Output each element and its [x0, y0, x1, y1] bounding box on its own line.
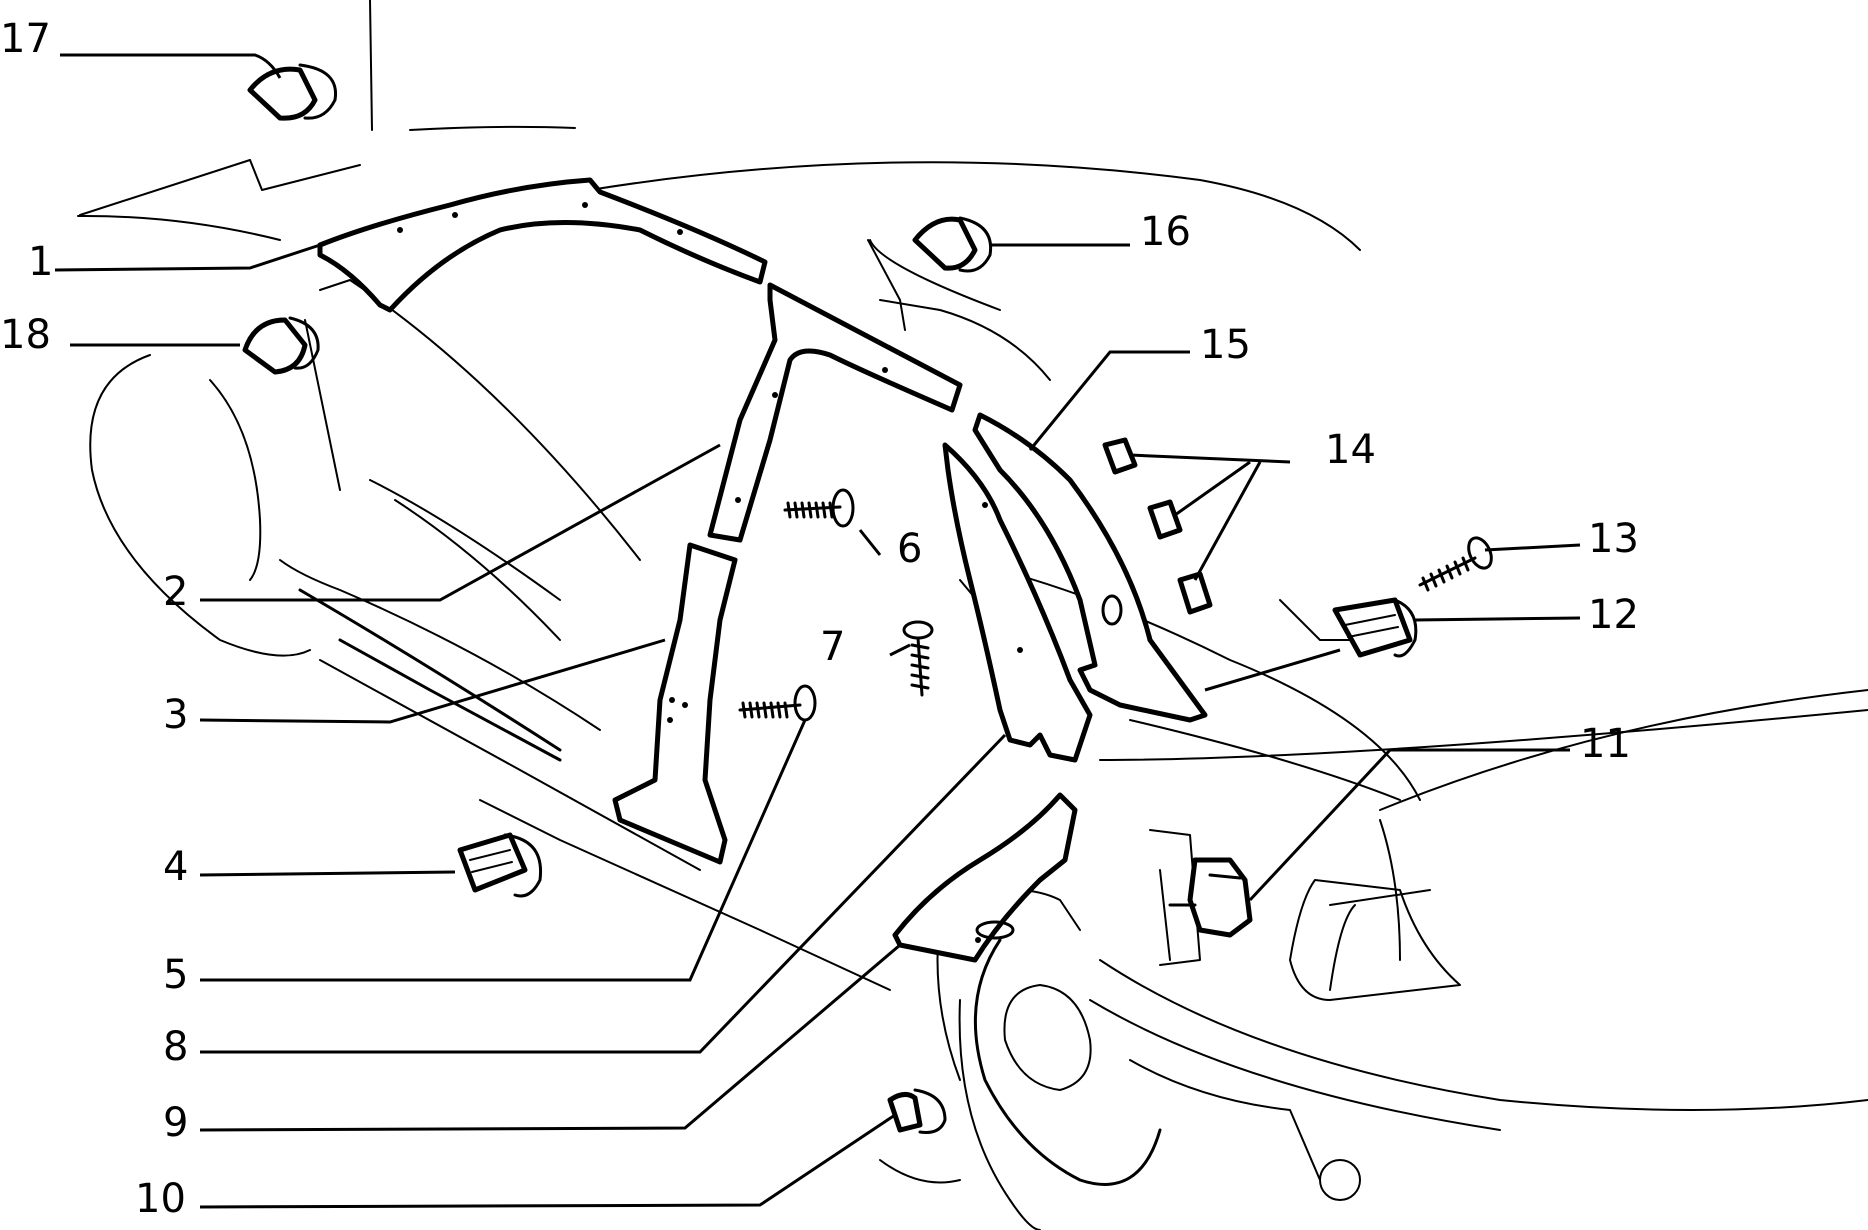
callout-2: 2 — [163, 569, 188, 615]
clip-11 — [1168, 857, 1253, 938]
callout-14: 14 — [1325, 427, 1376, 473]
callout-labels: 17 1 18 2 3 4 5 8 9 10 6 7 11 12 13 14 1… — [0, 16, 1639, 1222]
leader-9 — [199, 943, 901, 1132]
leader-13 — [1484, 543, 1581, 552]
clip-14-c — [1177, 571, 1213, 615]
screw-6 — [783, 488, 855, 528]
leader-lines — [54, 53, 1581, 1209]
leader-17 — [60, 53, 282, 79]
callout-18: 18 — [0, 312, 51, 358]
callout-8: 8 — [163, 1024, 188, 1070]
part-1-roof-rail-trim — [317, 177, 768, 313]
callout-1: 1 — [28, 239, 53, 285]
part-3-pillar-lower-trim — [612, 542, 738, 865]
part-15-c-pillar-trim — [972, 412, 1208, 723]
clip-17 — [247, 63, 338, 121]
callout-11: 11 — [1580, 721, 1631, 767]
clip-4 — [457, 832, 543, 898]
leader-12-to-15 — [1204, 648, 1341, 692]
clip-16 — [912, 216, 993, 273]
leader-8 — [200, 733, 1007, 1054]
leader-7 — [889, 643, 911, 657]
leader-4 — [199, 870, 456, 877]
leader-5 — [200, 719, 807, 982]
callout-17: 17 — [0, 16, 51, 62]
clip-14-a — [1102, 437, 1138, 475]
leader-10 — [199, 1113, 896, 1209]
screw-5 — [738, 684, 817, 722]
callout-13: 13 — [1588, 516, 1639, 562]
callout-9: 9 — [163, 1100, 188, 1146]
clip-14-b — [1147, 499, 1183, 540]
callout-7: 7 — [820, 624, 845, 670]
leader-11 — [1248, 748, 1570, 902]
clip-18 — [242, 316, 320, 375]
part-9-wheel-arch-trim — [892, 792, 1078, 963]
callout-5: 5 — [163, 952, 188, 998]
leader-14 — [1129, 453, 1291, 581]
leader-6 — [858, 529, 882, 556]
leader-2 — [200, 443, 721, 602]
callout-15: 15 — [1200, 322, 1251, 368]
callout-10: 10 — [135, 1176, 186, 1222]
callout-16: 16 — [1140, 209, 1191, 255]
callout-12: 12 — [1588, 592, 1639, 638]
screw-7 — [902, 620, 934, 697]
callout-6: 6 — [897, 526, 922, 572]
leader-3 — [199, 638, 666, 724]
leader-15 — [1028, 350, 1190, 451]
clip-10 — [887, 1088, 947, 1134]
leader-12 — [1414, 616, 1581, 622]
leader-1 — [54, 243, 321, 272]
screw-13 — [1418, 536, 1493, 592]
car-body-outline — [77, 0, 1868, 1230]
part-8-rear-pillar-lower-trim — [942, 442, 1093, 763]
clip-12 — [1332, 597, 1418, 658]
callout-4: 4 — [163, 844, 188, 890]
callout-3: 3 — [163, 692, 188, 738]
part-2-pillar-upper-trim — [707, 282, 963, 543]
